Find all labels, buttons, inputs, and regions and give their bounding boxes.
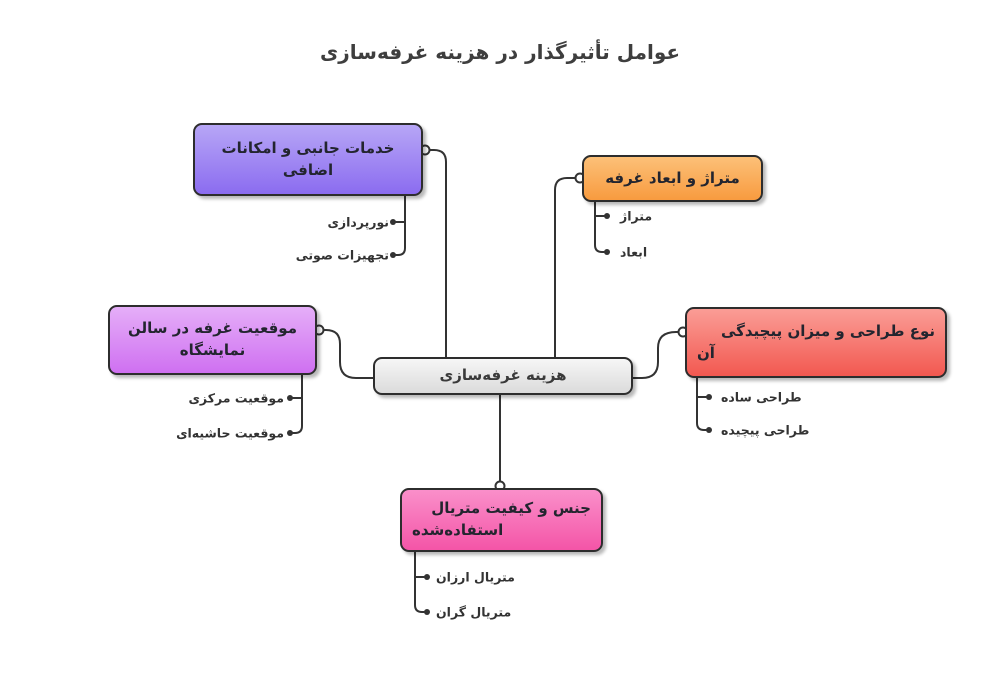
leaf-area-1[interactable]: ابعاد — [620, 244, 648, 260]
node-material-label: استفاده‌شده — [412, 521, 504, 539]
node-services-label: خدمات جانبی و امکانات — [221, 138, 395, 157]
leaf-area-0[interactable]: متراژ — [620, 208, 653, 224]
leaf-services-0[interactable]: نورپردازی — [327, 214, 389, 230]
node-area[interactable]: متراژ و ابعاد غرفه — [582, 155, 763, 202]
leaf-material-0[interactable]: متریال ارزان — [436, 569, 515, 585]
node-position[interactable]: موقعیت غرفه در سالن نمایشگاه — [108, 305, 317, 375]
node-center[interactable]: هزینه غرفه‌سازی — [373, 357, 633, 395]
node-services-label: اضافی — [282, 160, 334, 179]
leaf-design-1[interactable]: طراحی پیچیده — [721, 422, 810, 438]
leaf-position-0[interactable]: موقعیت مرکزی — [188, 390, 284, 406]
connector-position-to-center — [287, 324, 374, 436]
leaf-services-1[interactable]: تجهیزات صوتی — [295, 247, 389, 263]
node-material[interactable]: جنس و کیفیت متریال استفاده‌شده — [400, 488, 603, 552]
leaf-position-1[interactable]: موقعیت حاشیه‌ای — [176, 425, 284, 441]
node-position-label: نمایشگاه — [179, 341, 246, 359]
leaf-material-1[interactable]: متریال گران — [436, 604, 512, 620]
diagram-title: عوامل تأثیرگذار در هزینه غرفه‌سازی — [319, 40, 681, 64]
node-design[interactable]: نوع طراحی و میزان پیچیدگی آن — [685, 307, 947, 378]
node-area-label: متراژ و ابعاد غرفه — [605, 168, 740, 187]
leaf-design-0[interactable]: طراحی ساده — [721, 389, 802, 405]
node-design-label: نوع طراحی و میزان پیچیدگی — [720, 321, 935, 340]
node-position-label: موقعیت غرفه در سالن — [128, 319, 297, 338]
node-center-label: هزینه غرفه‌سازی — [439, 366, 567, 385]
node-material-label: جنس و کیفیت متریال — [431, 499, 591, 518]
node-design-label: آن — [697, 343, 715, 362]
node-services[interactable]: خدمات جانبی و امکانات اضافی — [193, 123, 423, 196]
